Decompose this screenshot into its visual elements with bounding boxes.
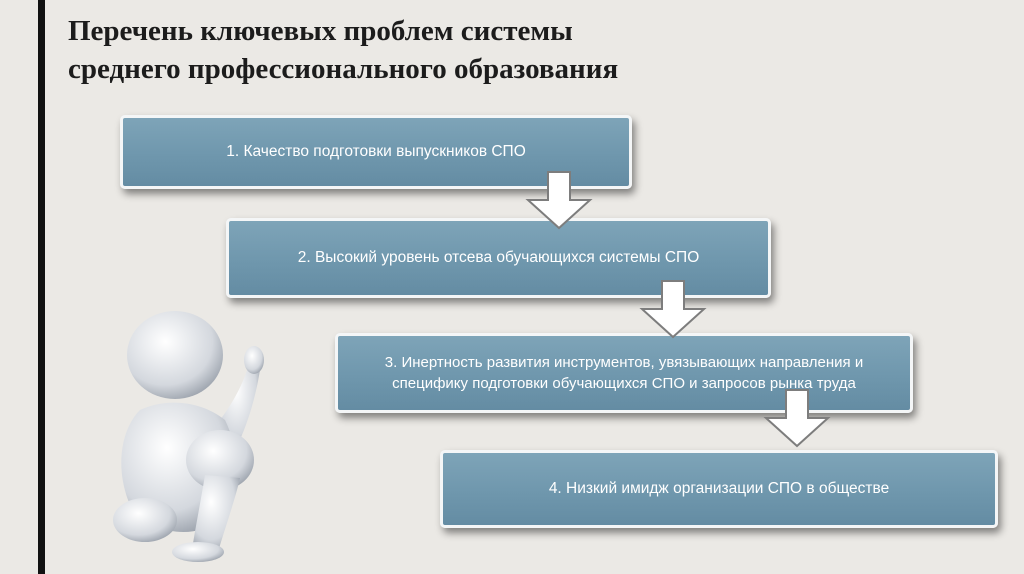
down-arrow-icon — [525, 171, 593, 230]
title-line-1: Перечень ключевых проблем системы — [68, 15, 573, 47]
down-arrow-icon — [763, 389, 831, 448]
thinking-person-figure — [113, 311, 264, 562]
down-arrow-icon — [639, 280, 707, 339]
step-box-3: 3. Инертность развития инструментов, увя… — [335, 333, 913, 413]
title-line-2: среднего профессионального образования — [68, 53, 619, 85]
left-accent-bar — [38, 0, 45, 574]
slide-title: Перечень ключевых проблем системы средне… — [68, 12, 968, 88]
step-label-1: 1. Качество подготовки выпускников СПО — [226, 143, 526, 160]
step-label-2: 2. Высокий уровень отсева обучающихся си… — [297, 249, 700, 266]
step-box-4: 4. Низкий имидж организации СПО в общест… — [440, 450, 998, 528]
step-label-3: 3. Инертность развития инструментов, увя… — [384, 354, 864, 392]
step-label-4: 4. Низкий имидж организации СПО в общест… — [548, 480, 890, 497]
step-box-1: 1. Качество подготовки выпускников СПО — [120, 115, 632, 189]
